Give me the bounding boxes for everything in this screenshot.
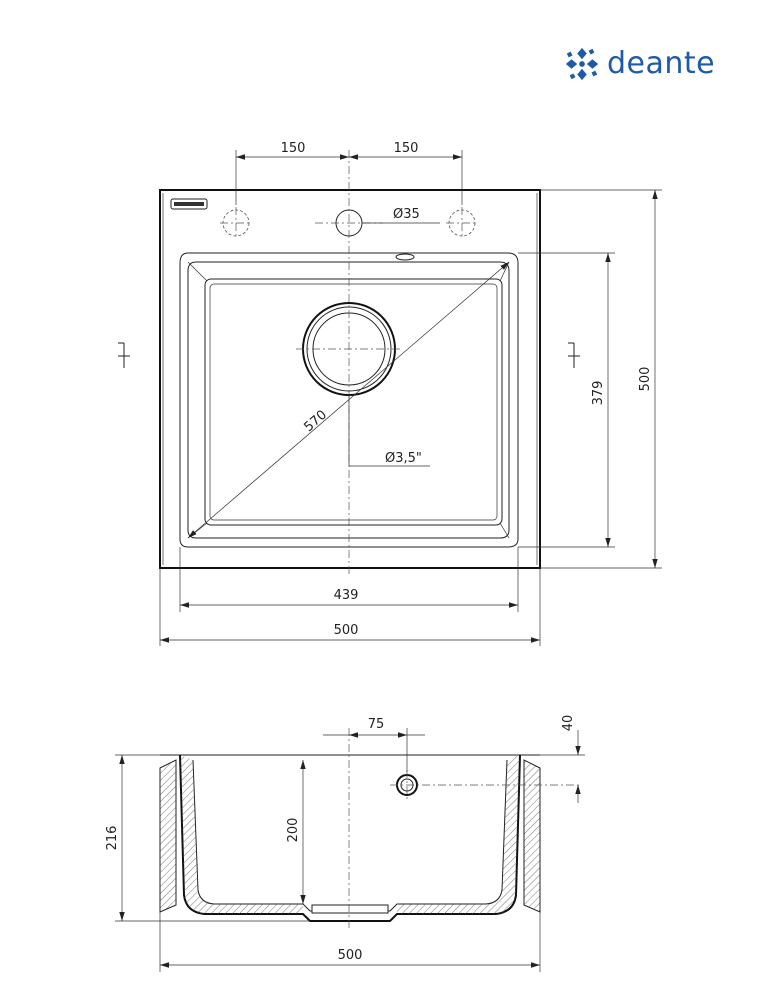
brand-logo: deante xyxy=(563,44,715,84)
dim-overall-length: 500 xyxy=(638,367,653,392)
dim-overall-width-side: 500 xyxy=(338,948,363,963)
top-view: 570 Ø3,5" Ø35 150 150 439 500 379 xyxy=(118,141,662,646)
dim-tap-offset-left: 150 xyxy=(281,141,306,156)
section-marker-left xyxy=(118,342,130,368)
dim-bowl-depth: 200 xyxy=(286,818,301,843)
dim-bowl-width: 439 xyxy=(334,588,359,603)
brand-name: deante xyxy=(607,46,716,81)
left-flange-section xyxy=(159,759,177,913)
overflow-slot xyxy=(170,198,208,210)
deante-logo-icon xyxy=(565,47,599,81)
dim-bowl-length: 379 xyxy=(591,381,606,406)
bowl-section-inner xyxy=(192,759,508,912)
right-flange-section xyxy=(523,759,541,913)
dim-overflow-offset: 75 xyxy=(368,717,385,732)
sink-outline xyxy=(159,189,541,569)
drain-fitting xyxy=(311,904,389,914)
section-marker-right xyxy=(568,342,580,368)
bowl-section-outer xyxy=(179,754,521,922)
dim-tap-hole-diameter: Ø35 xyxy=(393,207,420,222)
dim-diagonal: 570 xyxy=(301,408,330,436)
dim-overflow-height: 40 xyxy=(561,715,576,732)
bowl-floor xyxy=(204,278,503,526)
dim-overall-width-top: 500 xyxy=(334,623,359,638)
side-view: 75 40 200 216 500 xyxy=(105,715,585,972)
dim-overall-height: 216 xyxy=(105,826,120,851)
dim-drain-diameter: Ø3,5" xyxy=(385,451,422,466)
dim-tap-offset-right: 150 xyxy=(394,141,419,156)
bowl-rim xyxy=(179,252,519,548)
